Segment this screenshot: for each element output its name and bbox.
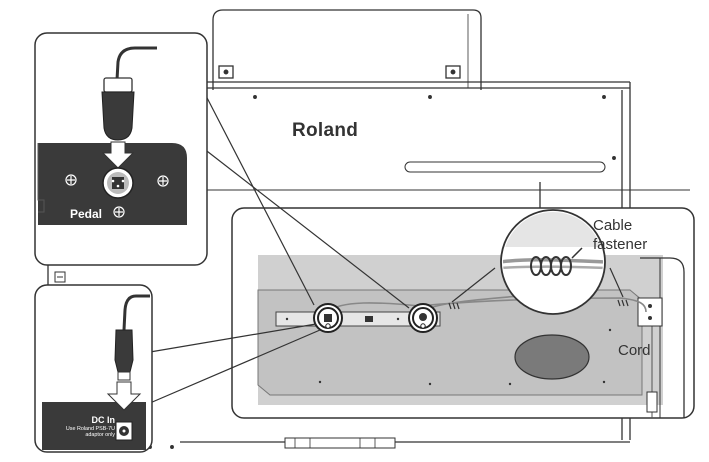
piano-body bbox=[47, 9, 690, 449]
pedal-label: Pedal bbox=[70, 207, 103, 221]
pedal-jack-circle bbox=[313, 303, 343, 333]
inset-leader-lines bbox=[149, 89, 410, 404]
cord bbox=[327, 297, 647, 313]
cable-fastener-icon bbox=[448, 299, 629, 310]
cable-fastener-label: Cable fastener bbox=[593, 216, 647, 254]
dc-in-inset bbox=[34, 284, 153, 453]
pedal-inset bbox=[34, 32, 208, 266]
dc-jack-icon bbox=[115, 421, 133, 441]
dc-in-note-line1: Use Roland PSB-7U bbox=[65, 426, 115, 432]
cable-fastener-label-line2: fastener bbox=[593, 236, 648, 253]
brand-logo-text: Roland bbox=[292, 120, 359, 141]
dc-jack-circle bbox=[408, 303, 438, 333]
dc-in-note: Use Roland PSB-7U adaptor only bbox=[44, 426, 115, 438]
dc-in-note-line2: adaptor only bbox=[85, 432, 115, 438]
screw-icon bbox=[65, 174, 169, 218]
pedal-jack-icon bbox=[102, 167, 134, 199]
down-arrow-icon bbox=[101, 141, 135, 169]
dc-in-label: DC In bbox=[91, 415, 116, 425]
cable-fastener-label-line1: Cable bbox=[593, 217, 633, 234]
down-arrow-icon bbox=[106, 381, 142, 411]
cord-label: Cord bbox=[618, 342, 651, 359]
speaker bbox=[514, 334, 590, 380]
fastener-magnifier bbox=[500, 209, 606, 315]
